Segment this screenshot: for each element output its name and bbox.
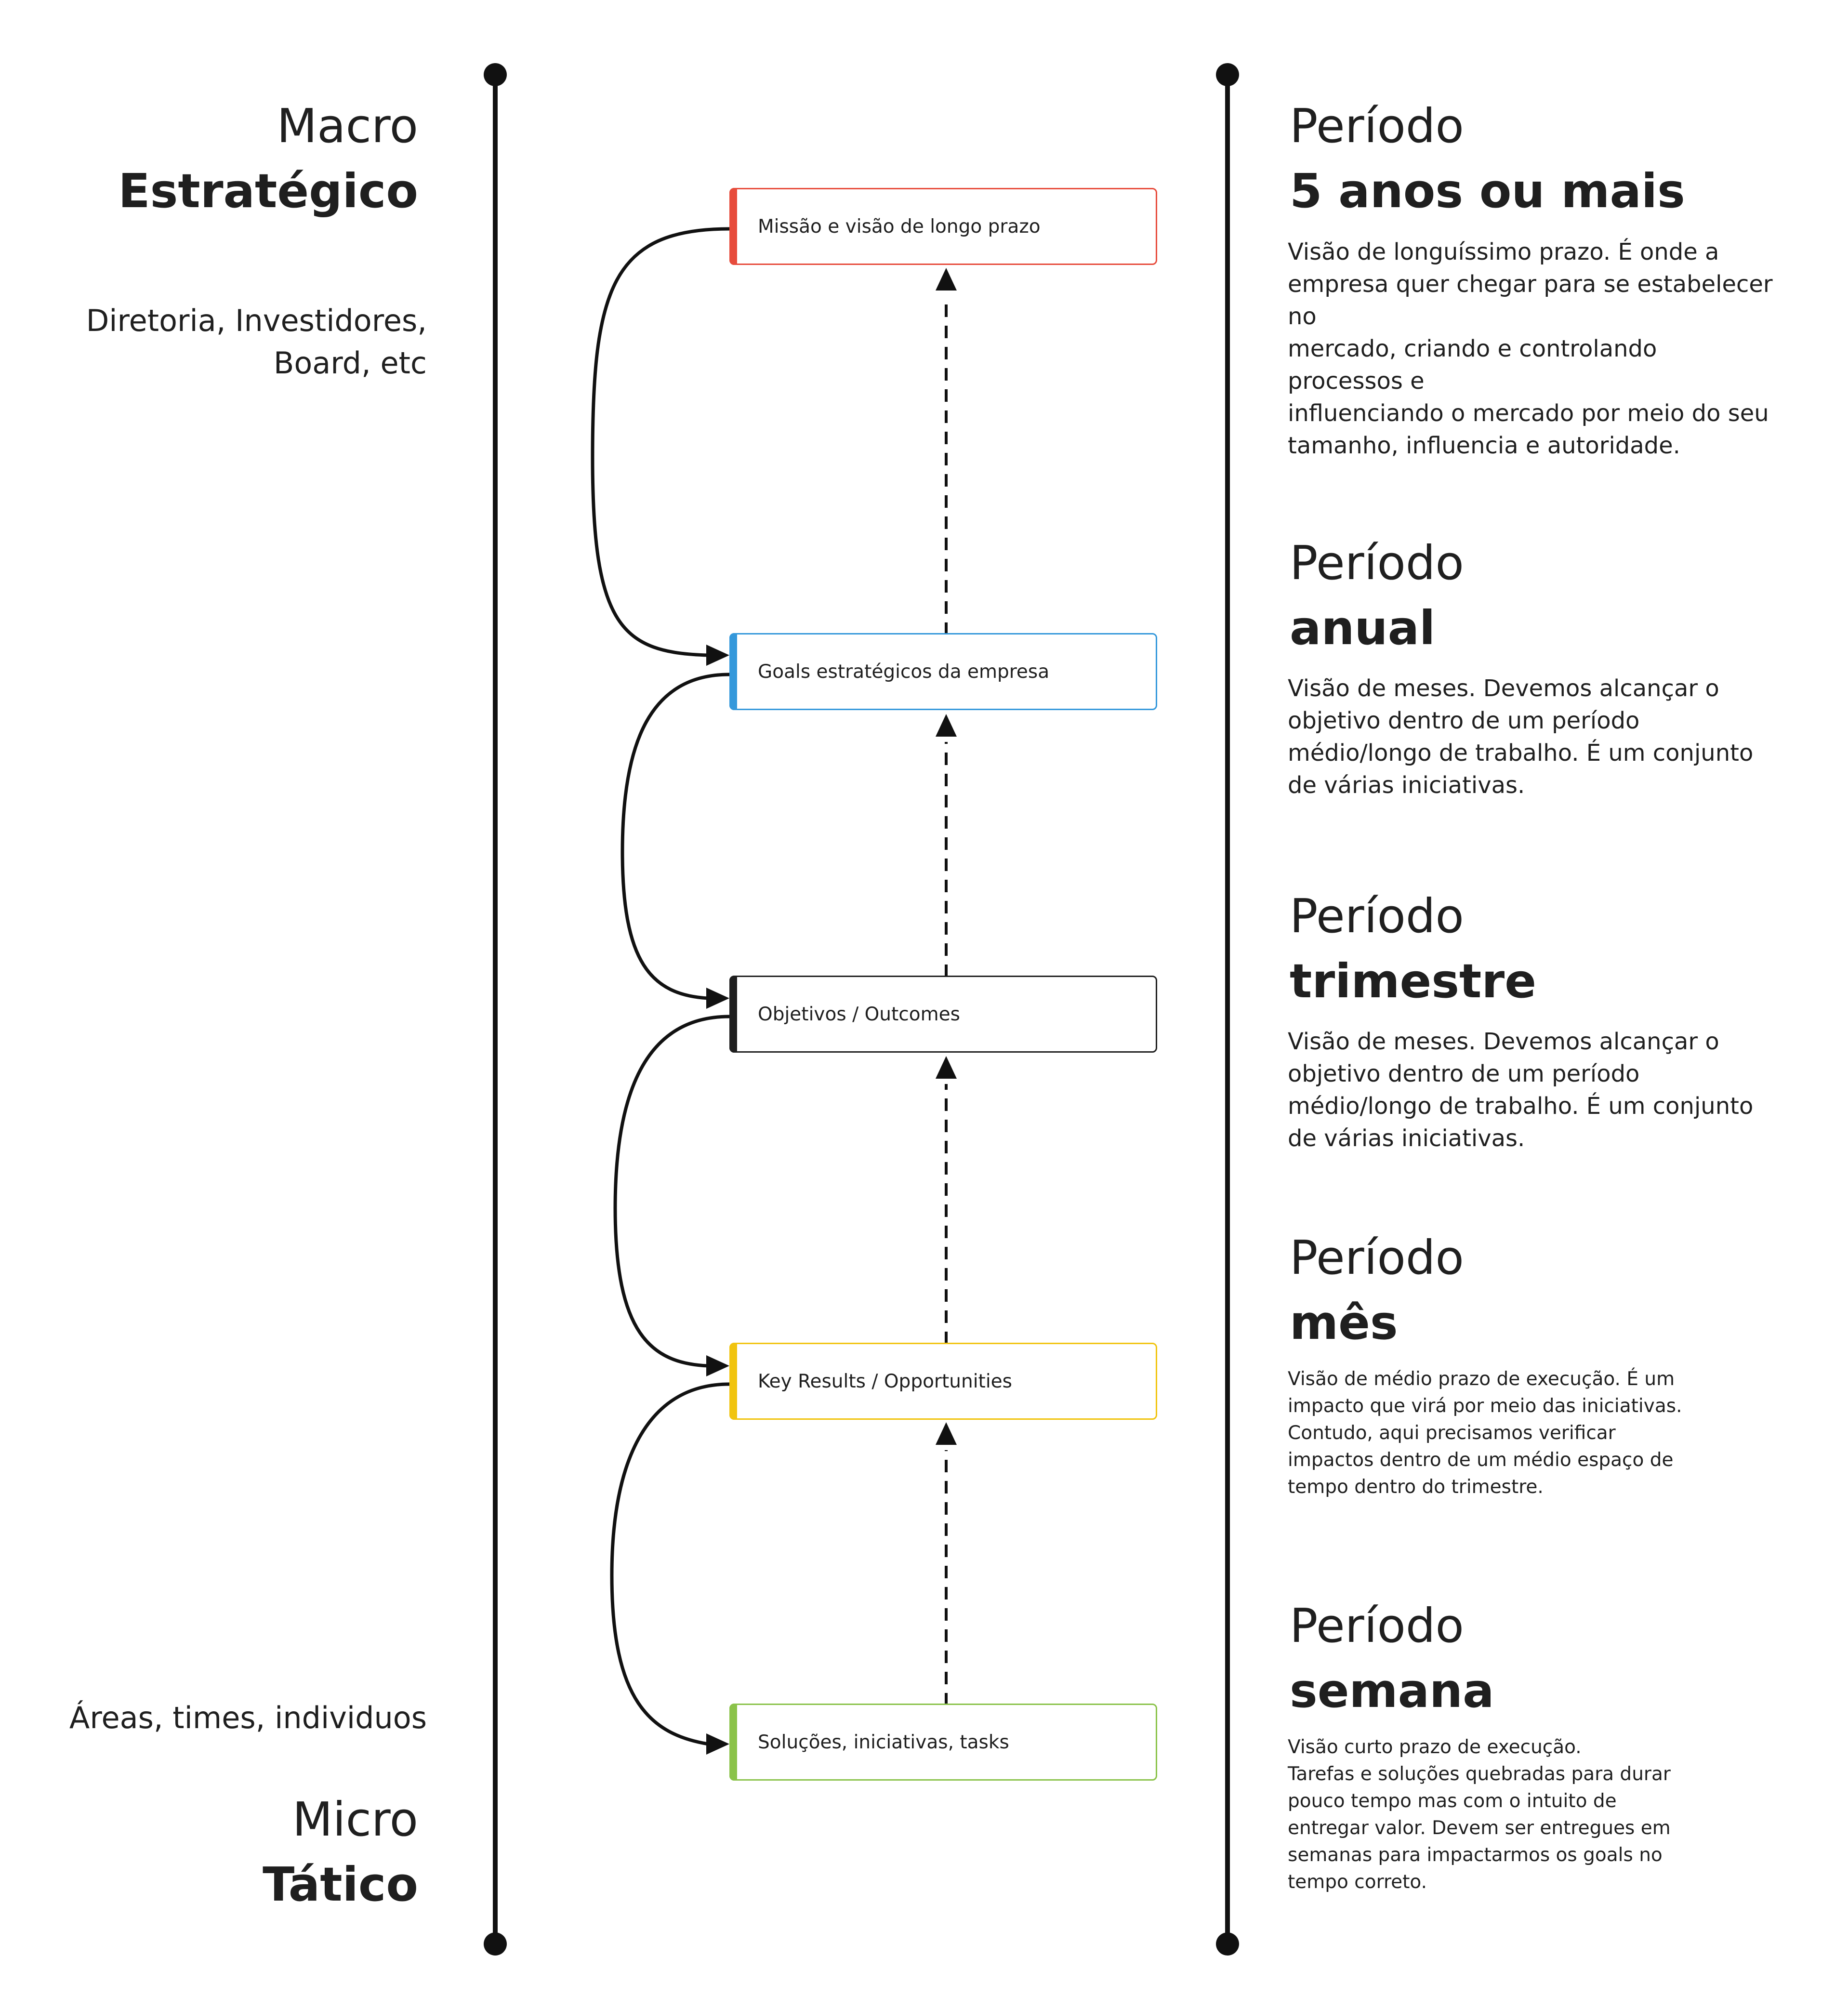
period-5-description: Visão curto prazo de execução. Tarefas e… bbox=[1288, 1736, 1671, 1893]
box-label: Missão e visão de longo prazo bbox=[758, 215, 1041, 238]
box-label: Objetivos / Outcomes bbox=[758, 1003, 960, 1025]
right-axis bbox=[1216, 63, 1239, 1956]
dashed-arrow-heads bbox=[936, 268, 957, 1445]
period-3-word: Período bbox=[1290, 889, 1464, 943]
period-2-description: Visão de meses. Devemos alcançar o objet… bbox=[1288, 675, 1754, 799]
period-5-value: semana bbox=[1290, 1664, 1494, 1718]
period-2-value: anual bbox=[1290, 601, 1436, 655]
period-4-word: Período bbox=[1290, 1230, 1464, 1285]
bottom-level-label: Micro bbox=[292, 1792, 418, 1847]
box-missao[interactable]: Missão e visão de longo prazo bbox=[729, 188, 1157, 265]
period-4-value: mês bbox=[1290, 1295, 1398, 1350]
box-solucoes[interactable]: Soluções, iniciativas, tasks bbox=[729, 1704, 1157, 1781]
box-label: Goals estratégicos da empresa bbox=[758, 661, 1050, 683]
bottom-who-label: Áreas, times, individuos bbox=[69, 1700, 427, 1735]
box-objetivos[interactable]: Objetivos / Outcomes bbox=[729, 976, 1157, 1053]
top-level-label: Macro bbox=[277, 99, 418, 153]
period-3-value: trimestre bbox=[1290, 954, 1537, 1008]
period-2-word: Período bbox=[1290, 536, 1464, 590]
period-4-description: Visão de médio prazo de execução. É um i… bbox=[1288, 1368, 1682, 1498]
curved-arrows bbox=[591, 227, 730, 1746]
left-axis bbox=[484, 63, 507, 1956]
top-type-label: Estratégico bbox=[118, 164, 418, 218]
bottom-type-label: Tático bbox=[263, 1857, 418, 1912]
period-1-word: Período bbox=[1290, 99, 1464, 153]
box-label: Soluções, iniciativas, tasks bbox=[758, 1731, 1009, 1753]
period-1-description: Visão de longuíssimo prazo. É onde a emp… bbox=[1288, 238, 1773, 459]
box-key-results[interactable]: Key Results / Opportunities bbox=[729, 1343, 1157, 1420]
box-goals[interactable]: Goals estratégicos da empresa bbox=[729, 633, 1157, 710]
period-3-description: Visão de meses. Devemos alcançar o objet… bbox=[1288, 1028, 1754, 1152]
box-label: Key Results / Opportunities bbox=[758, 1370, 1012, 1392]
top-who-line1: Diretoria, Investidores, bbox=[86, 303, 427, 338]
period-1-value: 5 anos ou mais bbox=[1290, 164, 1685, 218]
curved-arrow-heads bbox=[706, 645, 729, 1755]
period-5-word: Período bbox=[1290, 1599, 1464, 1653]
top-who-line2: Board, etc bbox=[273, 345, 427, 381]
